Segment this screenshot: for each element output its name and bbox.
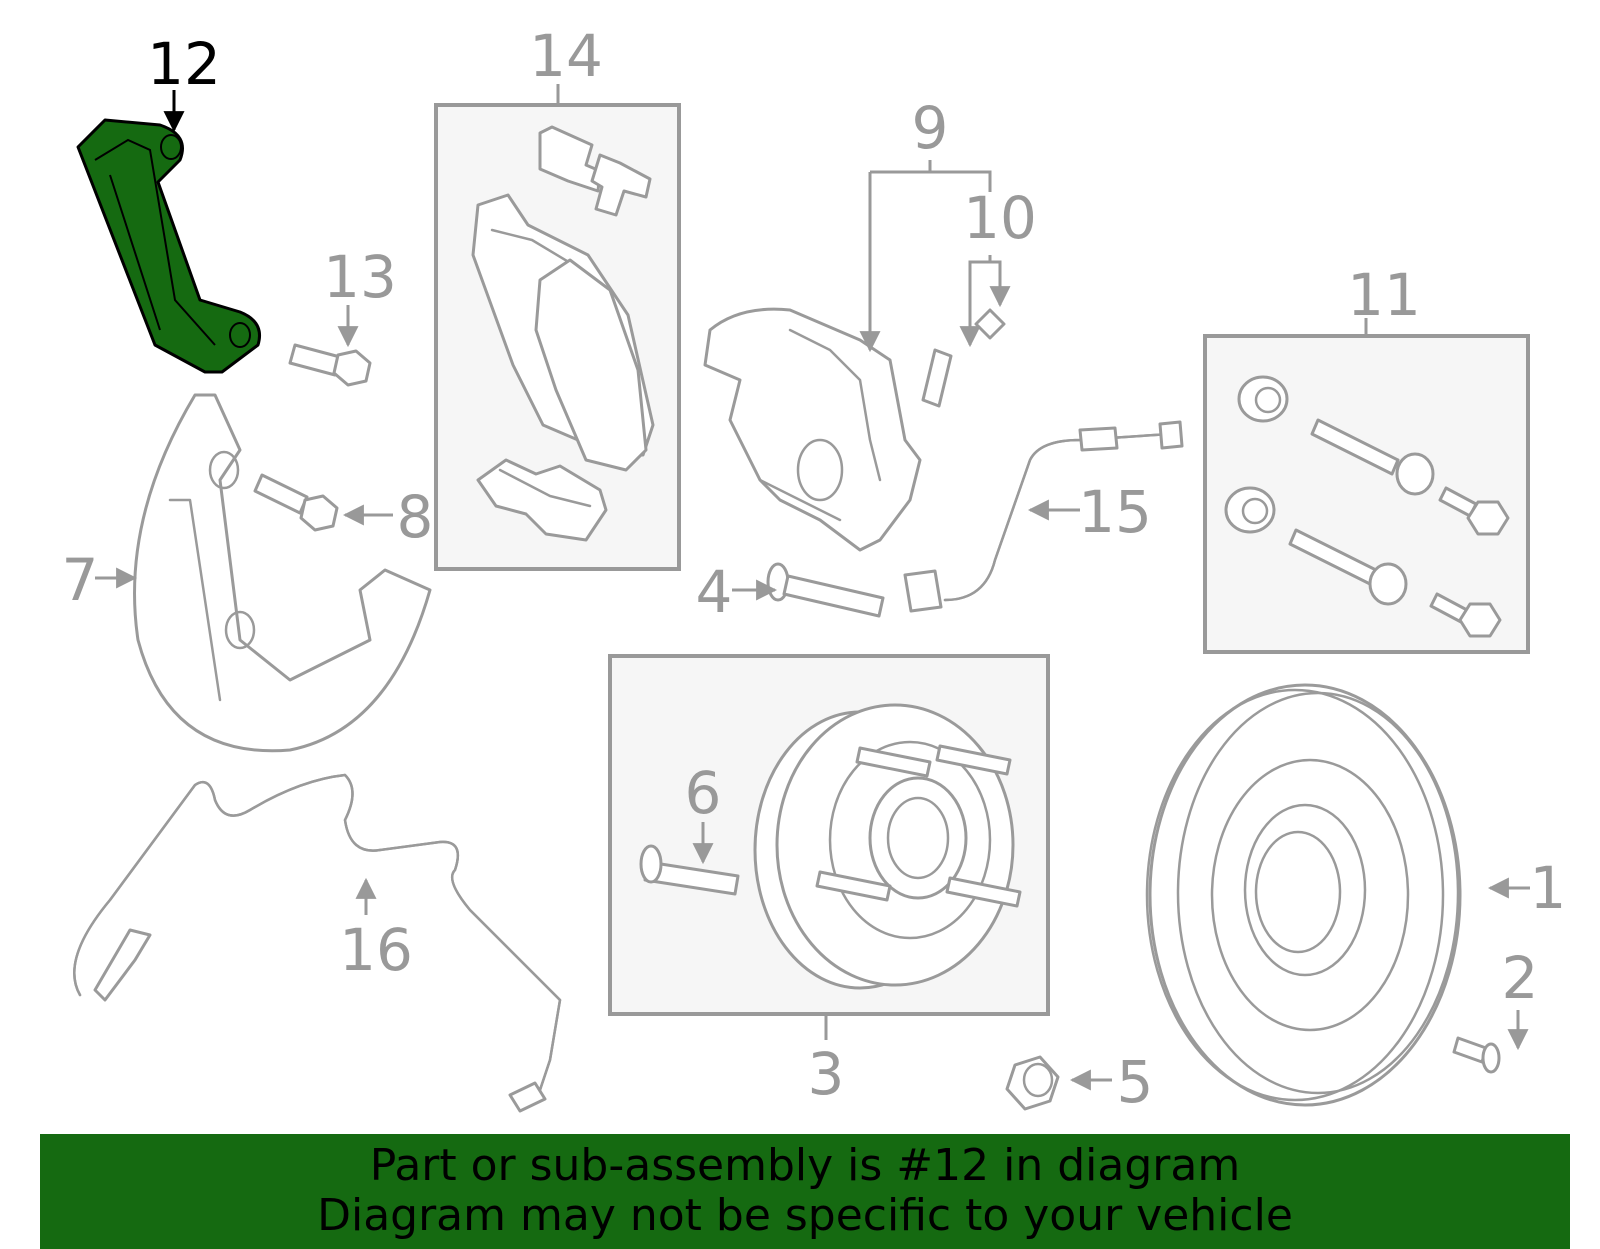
hub-bearing-box (608, 654, 1050, 1040)
banner-line-disclaimer: Diagram may not be specific to your vehi… (317, 1190, 1293, 1241)
brake-caliper (703, 307, 922, 552)
callout-14: 14 (529, 22, 603, 90)
callout-11: 11 (1347, 261, 1421, 329)
abs-sensor-harness (73, 773, 562, 1113)
callout-6: 6 (685, 759, 722, 827)
bracket-bolt (288, 343, 372, 387)
shield-bolt (253, 473, 339, 532)
callout-7: 7 (62, 546, 99, 614)
callout-8: 8 (397, 483, 434, 551)
rotor-screw (1452, 1036, 1501, 1074)
bleeder-screw (921, 308, 1006, 408)
callout-labels: 1 2 3 4 5 6 7 8 9 10 11 12 13 14 15 16 (62, 22, 1567, 1116)
callout-3: 3 (808, 1040, 845, 1108)
callout-12: 12 (147, 30, 221, 98)
info-banner: Part or sub-assembly is #12 in diagram D… (40, 1134, 1570, 1249)
callout-9: 9 (912, 94, 949, 162)
caliper-bolt (766, 562, 885, 618)
callout-leaders (95, 90, 1530, 1091)
callout-1: 1 (1530, 854, 1567, 922)
callout-16: 16 (339, 916, 413, 984)
brake-hose (903, 420, 1184, 613)
brake-pad-kit-box (434, 84, 681, 571)
callout-10: 10 (963, 184, 1037, 252)
callout-13: 13 (323, 243, 397, 311)
guide-pin-kit-box (1203, 318, 1530, 654)
callout-15: 15 (1078, 478, 1152, 546)
banner-line-part: Part or sub-assembly is #12 in diagram (369, 1140, 1241, 1191)
dust-shield (133, 393, 432, 753)
callout-5: 5 (1117, 1048, 1154, 1116)
callout-4: 4 (696, 558, 733, 626)
caliper-bracket-highlighted (76, 118, 261, 374)
brake-rotor (1145, 683, 1462, 1107)
callout-2: 2 (1502, 944, 1539, 1012)
hub-nut (1005, 1055, 1060, 1111)
